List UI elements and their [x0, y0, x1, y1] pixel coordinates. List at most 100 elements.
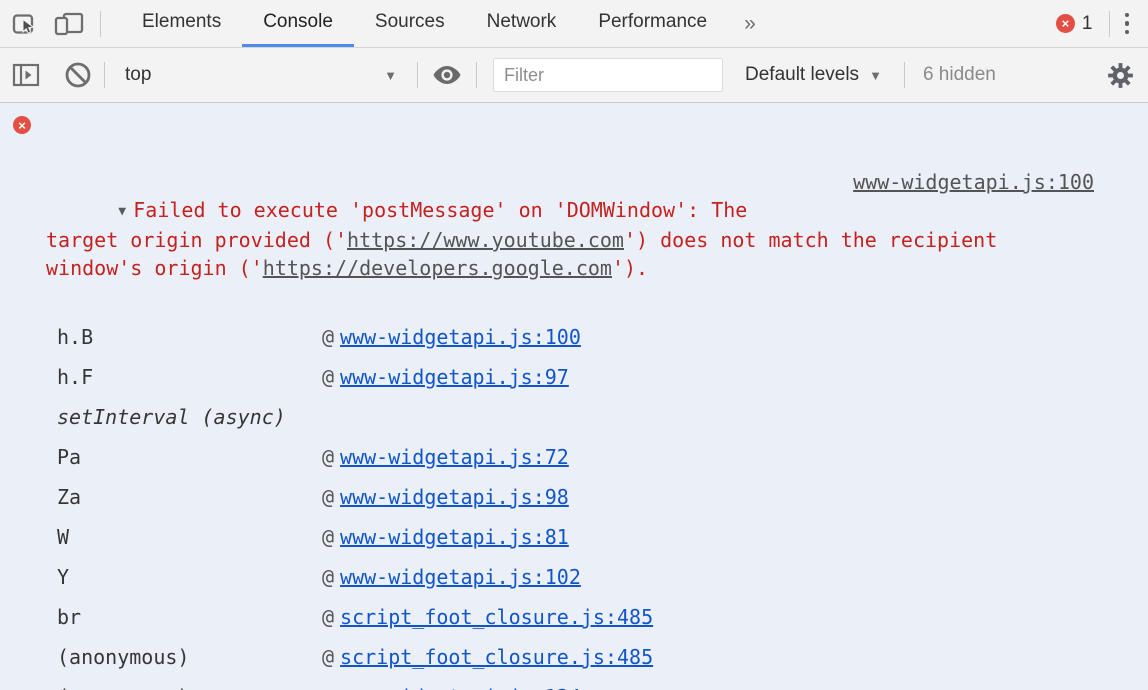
stack-frame-function: setInterval (async): [57, 405, 286, 429]
chevron-down-icon: ▼: [869, 67, 882, 83]
stack-frame: setInterval (async): [0, 397, 1148, 437]
hidden-messages-count: 6 hidden: [922, 64, 996, 85]
stack-frame-location-link[interactable]: www-widgetapi.js:72: [340, 445, 569, 469]
chevron-down-icon: ▼: [384, 67, 397, 83]
console-toolbar: top ▼ Default levels ▼ 6 hidden: [0, 48, 1148, 103]
error-circle-icon: ×: [13, 116, 31, 134]
error-text: ').: [611, 256, 649, 280]
error-message-text-wrap: × www-widgetapi.js:100 ▼ Failed to execut…: [0, 112, 1148, 310]
stack-frame-function: h.B: [57, 325, 94, 349]
eye-icon: [433, 66, 461, 84]
log-levels-select[interactable]: Default levels ▼: [745, 64, 882, 86]
panel-tab-label: Sources: [374, 11, 445, 32]
sidebar-panel-icon: [12, 63, 40, 87]
divider: [903, 62, 905, 88]
tabbar-spacer: [772, 0, 1056, 47]
panel-tab-label: Performance: [598, 11, 708, 32]
collapse-triangle-icon[interactable]: ▼: [118, 204, 127, 219]
panel-tab[interactable]: Elements: [121, 0, 242, 47]
device-toolbar-icon: [54, 12, 84, 35]
create-live-expression-button[interactable]: [432, 64, 462, 86]
console-settings-button[interactable]: [1107, 62, 1134, 89]
stack-frame-location-link[interactable]: www-widgetapi.js:97: [340, 365, 569, 389]
devtools-tabbar: Elements Console Sources Network Perform…: [0, 0, 1148, 48]
stack-frame: Y @ www-widgetapi.js:102: [0, 557, 1148, 597]
stack-frame-function: (anonymous): [57, 685, 322, 690]
chevron-double-right-icon: »: [744, 11, 756, 35]
kebab-dot: [1124, 12, 1129, 18]
error-count: 1: [1081, 12, 1093, 34]
panel-tab-label: Network: [486, 11, 557, 32]
error-count-badge[interactable]: × 1: [1055, 0, 1093, 47]
inspect-cursor-icon: [12, 13, 35, 34]
stack-frame-location-link[interactable]: www-widgetapi.js:98: [340, 485, 569, 509]
divider: [104, 62, 105, 88]
error-text: Failed to execute 'postMessage' on 'DOMW…: [133, 198, 748, 222]
stack-frame: h.F @ www-widgetapi.js:97: [0, 357, 1148, 397]
stack-frame: Pa @ www-widgetapi.js:72: [0, 437, 1148, 477]
stack-frame-function: h.F: [57, 365, 94, 389]
stack-frame-function: (anonymous): [57, 645, 190, 669]
more-panels-button[interactable]: »: [728, 0, 772, 47]
stack-frame-function: W: [57, 525, 70, 549]
stack-trace: h.B @ www-widgetapi.js:100 h.F @ www-wid…: [0, 317, 1148, 690]
stack-frame-at: @: [322, 445, 335, 469]
stack-frame-location-link[interactable]: script_foot_closure.js:485: [340, 605, 654, 629]
stack-frame-function: br: [57, 605, 82, 629]
panel-tabs: Elements Console Sources Network Perform…: [121, 0, 728, 47]
stack-frame: W @ www-widgetapi.js:81: [0, 517, 1148, 557]
stack-frame-location-link[interactable]: script_foot_closure.js:485: [340, 645, 654, 669]
show-console-sidebar-button[interactable]: [12, 63, 40, 87]
panel-tab[interactable]: Sources: [354, 0, 466, 47]
kebab-dot: [1124, 29, 1129, 35]
stack-frame-location-link[interactable]: www-widgetapi.js:100: [340, 325, 581, 349]
kebab-dot: [1124, 21, 1129, 26]
filter-input[interactable]: [493, 58, 723, 92]
stack-frame-at: @: [322, 525, 335, 549]
clear-console-button[interactable]: [64, 61, 92, 89]
stack-frame-location-link[interactable]: www-widgetapi.js:81: [340, 525, 569, 549]
devtools-menu-button[interactable]: [1110, 0, 1145, 47]
panel-tab-label: Elements: [142, 11, 222, 32]
context-selected-value: top: [125, 64, 152, 85]
stack-frame-function: Pa: [57, 445, 82, 469]
panel-tab-label: Console: [263, 11, 333, 32]
panel-tab[interactable]: Console: [242, 0, 354, 47]
divider: [476, 62, 477, 88]
divider: [100, 10, 101, 37]
divider: [417, 62, 418, 88]
error-text: target origin provided (': [46, 228, 348, 252]
error-url-link[interactable]: https://developers.google.com: [262, 256, 612, 280]
error-text: window's origin (': [46, 256, 263, 280]
stack-frame-at: @: [322, 485, 335, 509]
stack-frame-at: @: [322, 365, 335, 389]
javascript-context-select[interactable]: top ▼: [125, 64, 397, 86]
gear-icon: [1108, 62, 1133, 88]
stack-frame-at: @: [322, 605, 335, 629]
error-message-segments: Failed to execute 'postMessage' on 'DOMW…: [46, 198, 1009, 280]
error-text: ') does not match the recipient: [623, 228, 998, 252]
console-error-message[interactable]: × www-widgetapi.js:100 ▼ Failed to execut…: [0, 103, 1148, 690]
stack-frame: (anonymous) @ script_foot_closure.js:485: [0, 637, 1148, 677]
stack-frame-at: @: [322, 685, 334, 690]
stack-frame-location-link[interactable]: www-widgetapi.js:102: [340, 565, 581, 589]
panel-tab[interactable]: Network: [466, 0, 578, 47]
panel-tab[interactable]: Performance: [577, 0, 728, 47]
stack-frame-at: @: [322, 565, 335, 589]
error-source-link[interactable]: www-widgetapi.js:100: [853, 170, 1094, 194]
divider: [1108, 10, 1110, 37]
ban-circle-icon: [65, 62, 91, 88]
stack-frame-at: @: [322, 645, 335, 669]
error-circle-icon: ×: [1055, 14, 1075, 33]
stack-frame: (anonymous) @ www-widgetapi.js:124: [0, 677, 1148, 690]
stack-frame-function: Za: [57, 485, 82, 509]
stack-frame-location-link[interactable]: www-widgetapi.js:124: [340, 685, 581, 690]
toggle-device-toolbar-button[interactable]: [54, 0, 84, 47]
levels-selected-value: Default levels: [745, 64, 860, 85]
stack-frame: Za @ www-widgetapi.js:98: [0, 477, 1148, 517]
stack-frame-at: @: [322, 325, 335, 349]
stack-frame: br @ script_foot_closure.js:485: [0, 597, 1148, 637]
error-url-link[interactable]: https://www.youtube.com: [347, 228, 624, 252]
inspect-element-button[interactable]: [12, 0, 38, 47]
stack-frame: h.B @ www-widgetapi.js:100: [0, 317, 1148, 357]
